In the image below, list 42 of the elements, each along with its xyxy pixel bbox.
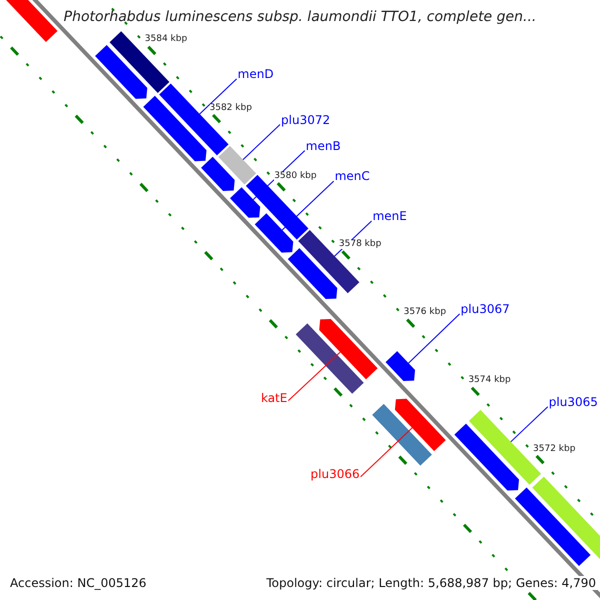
- gene-label: katE: [260, 392, 288, 404]
- gene-label: menB: [306, 140, 341, 152]
- leader-line: [288, 352, 341, 402]
- gene-bar: [218, 146, 256, 184]
- leader-line: [282, 180, 334, 230]
- gene-label: plu3065: [548, 396, 598, 408]
- gene-bar: [394, 398, 446, 452]
- gene-bar: [296, 323, 364, 394]
- gene-bar: [254, 213, 294, 253]
- gene-bar: [454, 424, 519, 491]
- gene-label: plu3067: [460, 302, 510, 315]
- gene-bar: [230, 187, 260, 218]
- leader-line: [360, 427, 413, 478]
- gene-bar: [319, 318, 378, 380]
- tick-label: 3584 kbp: [144, 35, 188, 44]
- gene-bar: [143, 96, 206, 162]
- tick-label: 3580 kbp: [274, 172, 317, 181]
- gene-bar: [386, 351, 416, 381]
- gene-bar: [110, 31, 170, 94]
- leader-line: [510, 406, 548, 442]
- gene-label: plu3066: [310, 468, 360, 480]
- gene-bar: [201, 156, 235, 191]
- gene-bar: [288, 248, 338, 300]
- map-title: Photorhabdus luminescens subsp. laumondii TTO1, complete gen...: [62, 10, 538, 24]
- leader-line: [408, 313, 460, 364]
- gene-bar: [514, 488, 591, 566]
- tick-label: 3578 kbp: [338, 240, 382, 249]
- tick-label: 3576 kbp: [404, 308, 446, 318]
- tick-label: 3582 kbp: [210, 104, 252, 113]
- tick-label: 3572 kbp: [533, 444, 576, 454]
- gene-label: menC: [334, 170, 370, 182]
- gene-label: plu3072: [281, 114, 330, 126]
- genome-stats-text: Topology: circular; Length: 5,688,987 bp; Genes: 4,790: [264, 576, 598, 590]
- gene-bar: [298, 230, 360, 294]
- leader-line: [199, 78, 238, 114]
- leader-line: [242, 124, 281, 160]
- gene-bar: [95, 45, 148, 99]
- accession-text: Accession: NC_005126: [8, 576, 148, 590]
- gene-label: menE: [372, 210, 407, 222]
- tick-label: 3574 kbp: [468, 376, 511, 386]
- gene-bar: [372, 404, 432, 466]
- gene-label: menD: [238, 68, 274, 80]
